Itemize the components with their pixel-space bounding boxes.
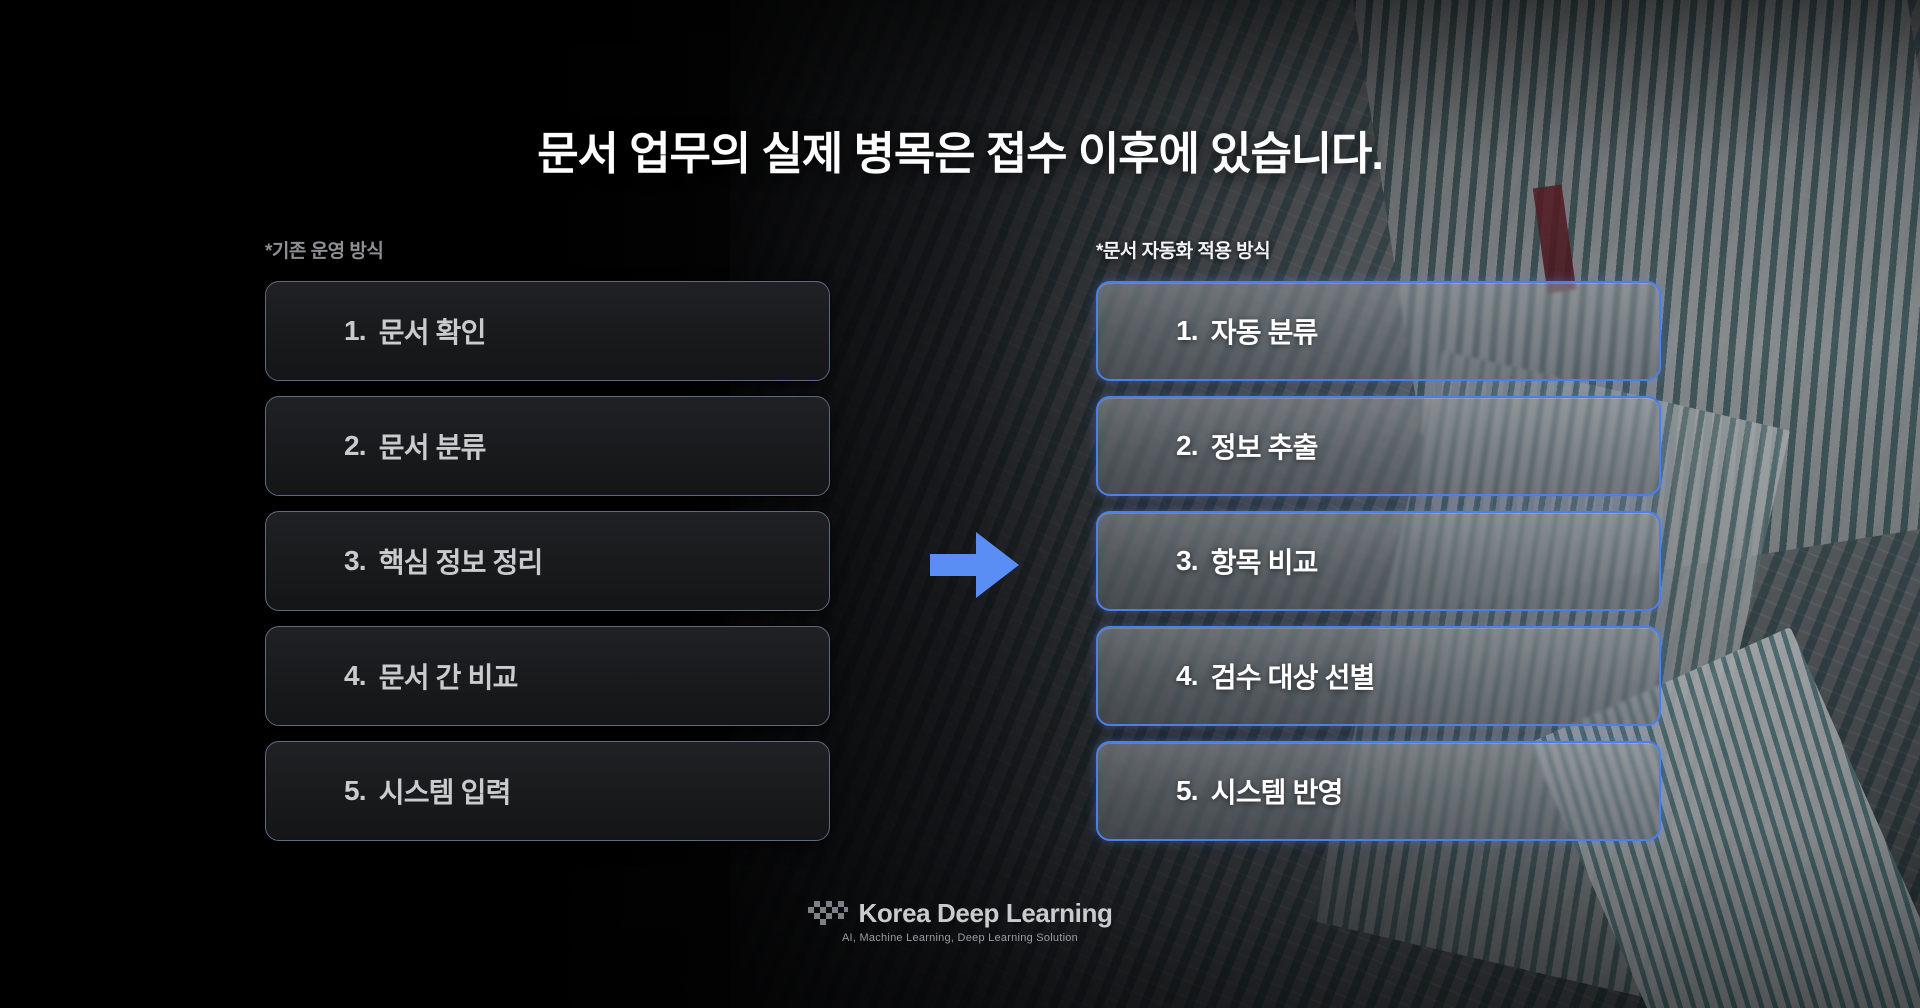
step-number: 4. [344, 660, 367, 691]
logo-row: Korea Deep Learning [807, 898, 1113, 929]
brand-logo: Korea Deep Learning AI, Machine Learning… [0, 898, 1920, 944]
logo-wordmark: Korea Deep Learning [858, 898, 1113, 928]
transition-arrow [905, 520, 1045, 610]
step-label: 자동 분류 [1210, 317, 1319, 348]
column-automated-process: *문서 자동화 적용 방식 1. 자동 분류 2. 정보 추출 3. 항목 비교… [1096, 236, 1661, 841]
step-number: 5. [1176, 775, 1199, 806]
step-number: 2. [1176, 430, 1199, 461]
step-label: 문서 간 비교 [378, 662, 519, 693]
step-label: 문서 분류 [378, 432, 487, 463]
step-number: 1. [344, 315, 367, 346]
step-number: 1. [1176, 315, 1199, 346]
step-item-automated-4[interactable]: 4. 검수 대상 선별 [1096, 626, 1661, 726]
logo-tagline: AI, Machine Learning, Deep Learning Solu… [841, 932, 1079, 944]
step-item-automated-1[interactable]: 1. 자동 분류 [1096, 281, 1661, 381]
step-item-automated-2[interactable]: 2. 정보 추출 [1096, 396, 1661, 496]
step-item-current-5[interactable]: 5. 시스템 입력 [265, 741, 830, 841]
step-label: 시스템 입력 [378, 777, 512, 808]
step-list-automated: 1. 자동 분류 2. 정보 추출 3. 항목 비교 4. 검수 대상 선별 5… [1096, 281, 1661, 841]
step-number: 2. [344, 430, 367, 461]
step-item-current-1[interactable]: 1. 문서 확인 [265, 281, 830, 381]
column-current-process: *기존 운영 방식 1. 문서 확인 2. 문서 분류 3. 핵심 정보 정리 … [265, 236, 830, 841]
step-label: 검수 대상 선별 [1210, 662, 1376, 693]
step-label: 문서 확인 [378, 317, 487, 348]
step-item-automated-5[interactable]: 5. 시스템 반영 [1096, 741, 1661, 841]
step-list-current: 1. 문서 확인 2. 문서 분류 3. 핵심 정보 정리 4. 문서 간 비교… [265, 281, 830, 841]
step-item-current-2[interactable]: 2. 문서 분류 [265, 396, 830, 496]
step-number: 5. [344, 775, 367, 806]
step-number: 3. [344, 545, 367, 576]
step-label: 정보 추출 [1210, 432, 1319, 463]
column-label-current: *기존 운영 방식 [265, 241, 384, 262]
arrow-right-icon [930, 532, 1019, 598]
checkered-squares-logo-icon [807, 900, 848, 925]
step-item-current-3[interactable]: 3. 핵심 정보 정리 [265, 511, 830, 611]
step-label: 핵심 정보 정리 [378, 547, 544, 578]
column-label-automated: *문서 자동화 적용 방식 [1096, 241, 1271, 262]
step-item-current-4[interactable]: 4. 문서 간 비교 [265, 626, 830, 726]
step-item-automated-3[interactable]: 3. 항목 비교 [1096, 511, 1661, 611]
step-number: 4. [1176, 660, 1199, 691]
step-label: 항목 비교 [1210, 547, 1319, 578]
step-label: 시스템 반영 [1210, 777, 1344, 808]
page-title: 문서 업무의 실제 병목은 접수 이후에 있습니다. [537, 128, 1384, 179]
step-number: 3. [1176, 545, 1199, 576]
